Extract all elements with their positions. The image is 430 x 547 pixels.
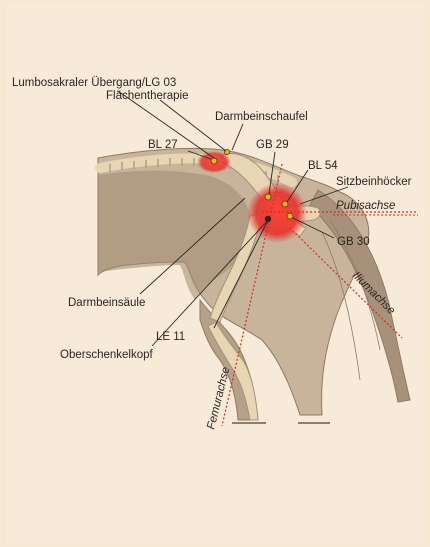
label-oberschenkelkopf: Oberschenkelkopf: [60, 349, 153, 361]
label-flaechentherapie: Flächentherapie: [106, 90, 188, 102]
label-pubisachse: Pubisachse: [336, 200, 395, 212]
acupoint-bl27: [211, 158, 217, 164]
label-gb29: GB 29: [256, 139, 289, 151]
label-le11: LE 11: [156, 331, 185, 343]
acupoint-le11: [265, 216, 271, 222]
label-sitzbeinhoecker: Sitzbeinhöcker: [336, 176, 412, 188]
label-darmbeinsaeule: Darmbeinsäule: [68, 297, 145, 309]
acupoint-gb29: [265, 194, 271, 200]
leader-darmbeinschaufel: [232, 124, 243, 150]
acupoint-gb30: [287, 213, 293, 219]
label-gb30: GB 30: [337, 236, 370, 248]
label-lumbosakral: Lumbosakraler Übergang/LG 03: [12, 77, 176, 89]
label-bl54: BL 54: [308, 160, 338, 172]
label-bl27: BL 27: [148, 139, 178, 151]
treatment-area-hip: [247, 183, 307, 243]
label-darmbeinschaufel: Darmbeinschaufel: [215, 111, 308, 123]
